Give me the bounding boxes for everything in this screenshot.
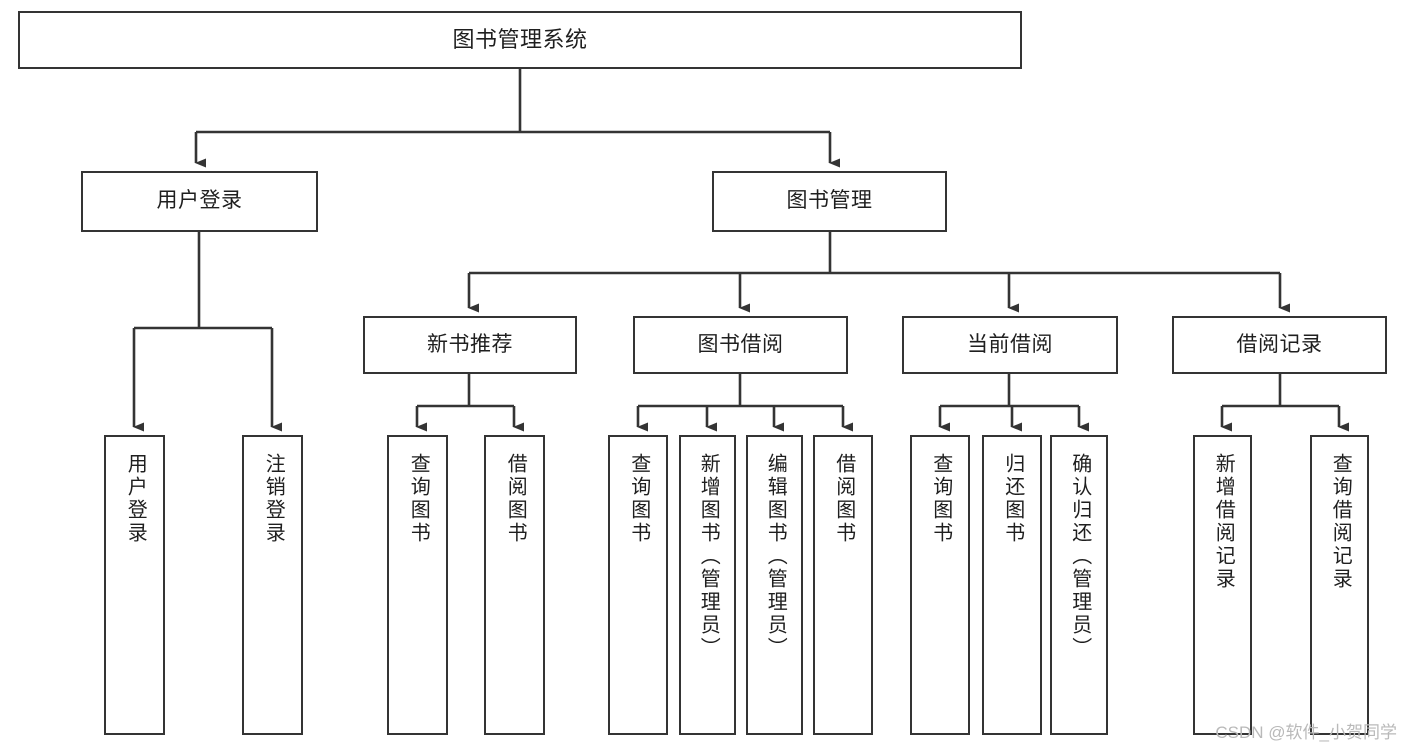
leaf-query-book-current[interactable]: 查询图书 — [910, 435, 970, 735]
node-label: 当前借阅 — [967, 332, 1053, 356]
leaf-query-book-new[interactable]: 查询图书 — [387, 435, 448, 735]
node-label: 查询图书 — [929, 453, 952, 545]
leaf-borrow-book-borrow[interactable]: 借阅图书 — [813, 435, 873, 735]
leaf-borrow-book-new[interactable]: 借阅图书 — [484, 435, 545, 735]
leaf-user-login[interactable]: 用户登录 — [104, 435, 165, 735]
node-book-borrow[interactable]: 图书借阅 — [633, 316, 848, 374]
node-root-system[interactable]: 图书管理系统 — [18, 11, 1022, 69]
node-user-login[interactable]: 用户登录 — [81, 171, 318, 232]
leaf-logout-login[interactable]: 注销登录 — [242, 435, 303, 735]
node-label: 图书借阅 — [697, 332, 784, 356]
watermark-text: CSDN @软件_小贺同学 — [1215, 723, 1397, 742]
node-label: 归还图书 — [1001, 453, 1024, 545]
node-label: 确认归还（管理员） — [1068, 453, 1091, 660]
node-borrow-record[interactable]: 借阅记录 — [1172, 316, 1387, 374]
node-label: 查询图书 — [407, 453, 430, 545]
node-label: 用户登录 — [156, 189, 243, 213]
node-label: 图书管理 — [786, 189, 873, 213]
node-label: 借阅记录 — [1236, 332, 1323, 356]
node-label: 用户登录 — [124, 453, 147, 545]
node-label: 查询借阅记录 — [1329, 453, 1352, 591]
node-label: 新增借阅记录 — [1212, 453, 1235, 591]
leaf-add-borrow-record[interactable]: 新增借阅记录 — [1193, 435, 1252, 735]
node-label: 编辑图书（管理员） — [764, 453, 787, 660]
leaf-add-book-admin[interactable]: 新增图书（管理员） — [679, 435, 736, 735]
node-book-manage[interactable]: 图书管理 — [712, 171, 947, 232]
node-label: 注销登录 — [262, 453, 285, 545]
leaf-confirm-return-admin[interactable]: 确认归还（管理员） — [1050, 435, 1108, 735]
node-new-book-recommend[interactable]: 新书推荐 — [363, 316, 577, 374]
node-current-borrow[interactable]: 当前借阅 — [902, 316, 1118, 374]
node-label: 新书推荐 — [427, 332, 513, 356]
node-label: 查询图书 — [627, 453, 650, 545]
node-label: 借阅图书 — [504, 453, 527, 545]
node-label: 新增图书（管理员） — [697, 453, 720, 660]
leaf-query-borrow-record[interactable]: 查询借阅记录 — [1310, 435, 1369, 735]
node-label: 借阅图书 — [832, 453, 855, 545]
leaf-return-book[interactable]: 归还图书 — [982, 435, 1042, 735]
leaf-edit-book-admin[interactable]: 编辑图书（管理员） — [746, 435, 803, 735]
node-label: 图书管理系统 — [452, 27, 588, 53]
leaf-query-book-borrow[interactable]: 查询图书 — [608, 435, 668, 735]
